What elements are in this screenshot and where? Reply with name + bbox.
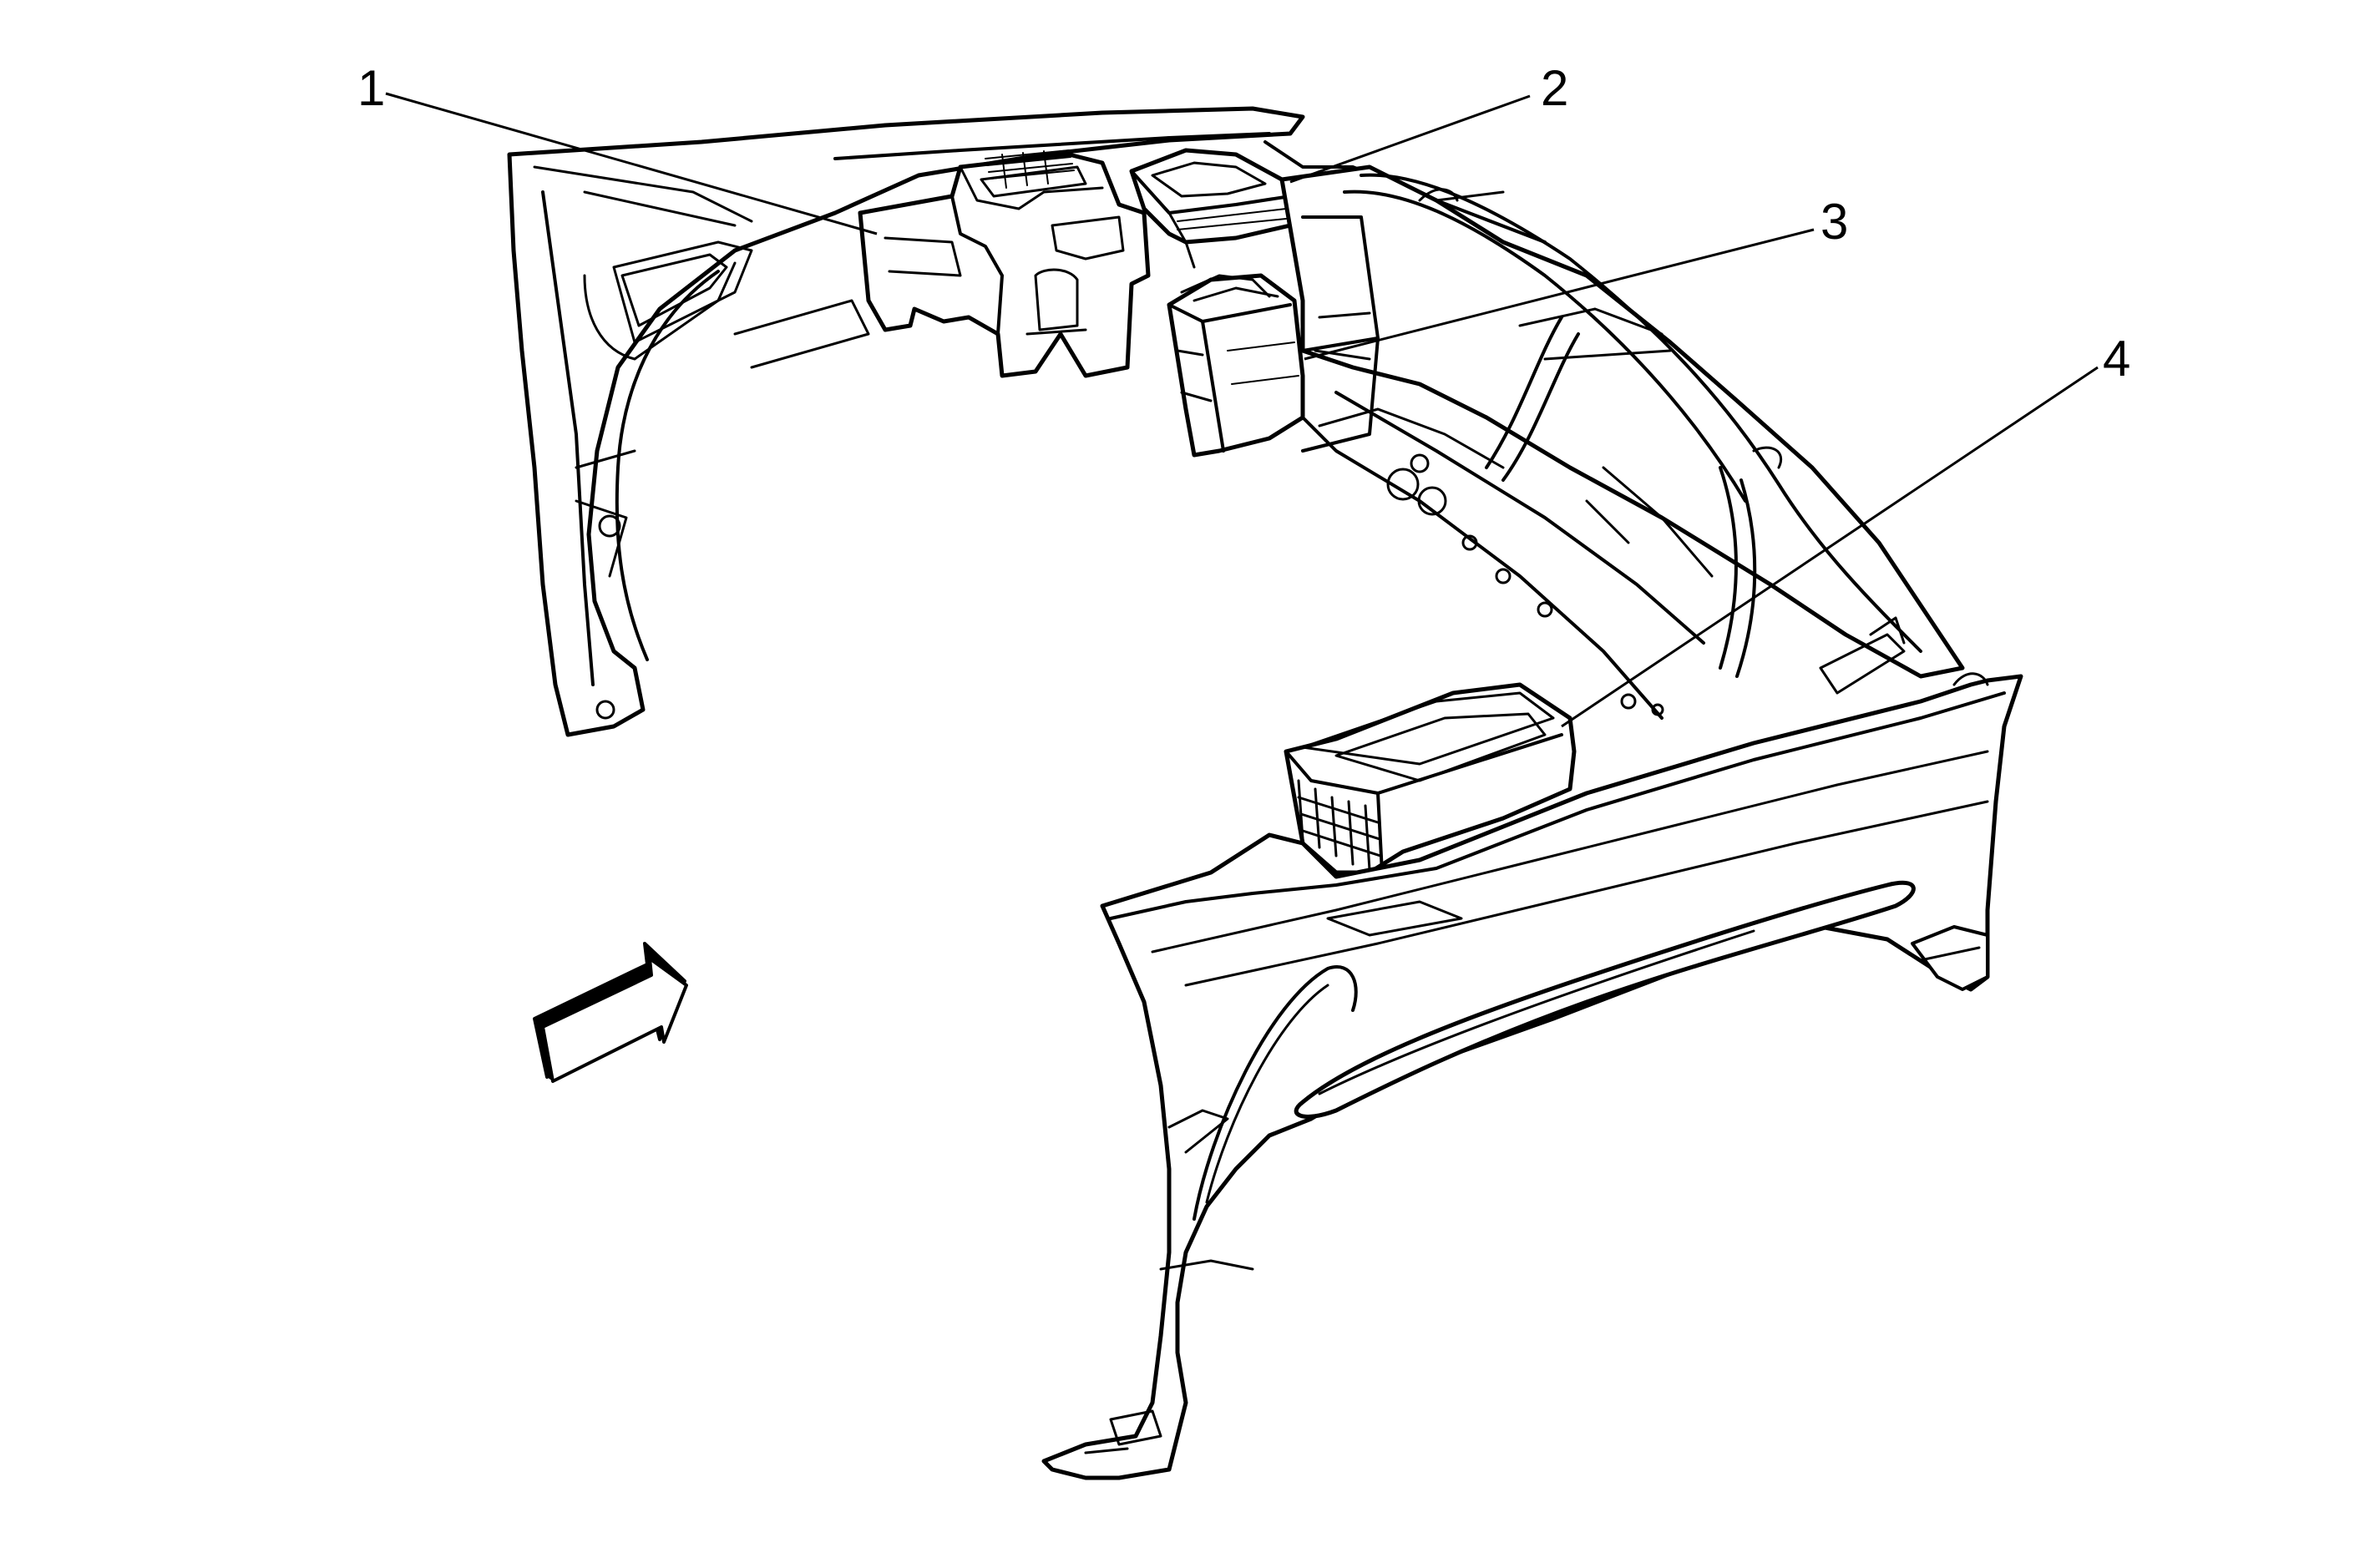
callout-label-2: 2 xyxy=(1541,60,1568,116)
right-fender xyxy=(1041,672,2023,1480)
callout-label-1: 1 xyxy=(357,60,385,116)
leader-line-1 xyxy=(385,92,878,235)
battery-cell-grid xyxy=(1297,779,1382,872)
component-2-box xyxy=(1129,148,1293,269)
right-frame-rail xyxy=(1279,164,1965,679)
callout-label-4: 4 xyxy=(2103,331,2130,387)
view-direction-arrow-icon xyxy=(533,942,688,1083)
leader-line-4 xyxy=(1561,366,2099,728)
leader-line-3 xyxy=(1304,228,1815,361)
component-3-block xyxy=(1167,273,1305,458)
left-fender xyxy=(507,106,1305,737)
component-4-battery xyxy=(1284,682,1577,875)
callout-leaders xyxy=(385,92,2099,728)
inner-apron xyxy=(1301,391,1906,720)
callout-label-3: 3 xyxy=(1820,194,1848,250)
housing-grille xyxy=(985,149,1075,189)
leader-line-2 xyxy=(1289,94,1531,184)
component-1-housing xyxy=(858,149,1151,378)
